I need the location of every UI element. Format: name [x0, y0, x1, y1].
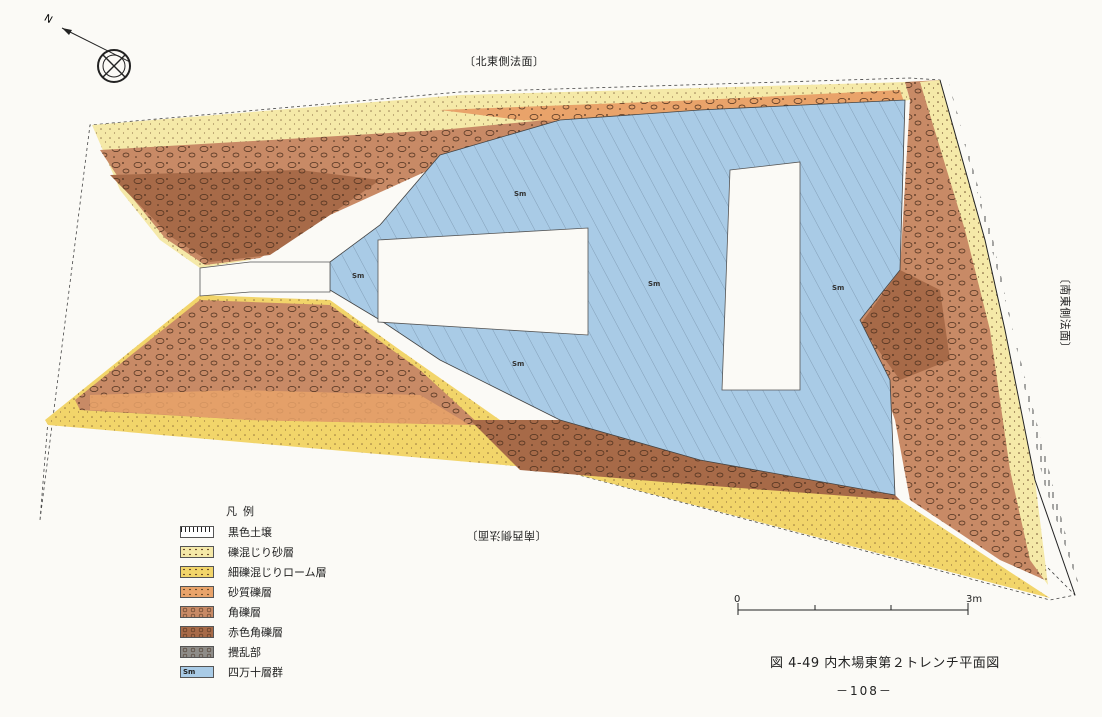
scale-start-label: 0: [734, 594, 741, 605]
trench-neck: [199, 261, 331, 297]
legend-label: 赤色角礫層: [228, 626, 283, 639]
south-face-label: 〔南西側法面〕: [466, 529, 547, 542]
legend-swatch: [180, 566, 214, 578]
legend-item: 攪乱部: [180, 644, 261, 660]
legend-label: 砂質礫層: [228, 586, 272, 599]
legend-item: 砂質礫層: [180, 584, 272, 600]
sm-label: Sm: [832, 284, 845, 292]
legend-label: 黒色土壌: [228, 526, 272, 539]
legend-swatch: [180, 586, 214, 598]
legend-label: 四万十層群: [228, 666, 283, 679]
legend-label: 角礫層: [228, 606, 261, 619]
legend-label: 細礫混じりローム層: [228, 566, 327, 579]
legend-item: 角礫層: [180, 604, 261, 620]
legend-label: 礫混じり砂層: [228, 546, 294, 559]
legend-label: 攪乱部: [228, 646, 261, 659]
legend-swatch: [180, 646, 214, 658]
south-wall: [45, 295, 1050, 598]
legend-swatch: Sm: [180, 666, 214, 678]
unexcavated-areas: [377, 161, 801, 391]
sm-label: Sm: [352, 272, 365, 280]
legend-swatch: [180, 626, 214, 638]
legend-item: 礫混じり砂層: [180, 544, 294, 560]
sm-label: Sm: [514, 190, 527, 198]
north-arrow-icon: N: [42, 13, 131, 83]
legend-item: 細礫混じりローム層: [180, 564, 327, 580]
sm-label: Sm: [648, 280, 661, 288]
legend-title: 凡例: [226, 505, 260, 518]
scale-bar: [737, 603, 969, 615]
scale-end-label: 3m: [966, 594, 983, 605]
figure-caption: 図 4-49 内木場東第２トレンチ平面図: [770, 656, 1000, 671]
east-face-label: 〔南東側法面〕: [1058, 272, 1072, 354]
legend-swatch: [180, 526, 214, 538]
legend-item: 黒色土壌: [180, 524, 272, 540]
legend-item: 赤色角礫層: [180, 624, 283, 640]
svg-text:N: N: [42, 13, 54, 26]
page-number: －108－: [836, 684, 893, 698]
legend-item: Sm 四万十層群: [180, 664, 283, 680]
legend-swatch: [180, 606, 214, 618]
north-face-label: 〔北東側法面〕: [464, 55, 545, 68]
north-wall: [92, 82, 910, 268]
legend-swatch: [180, 546, 214, 558]
sm-label: Sm: [512, 360, 525, 368]
east-wall: [860, 79, 1080, 596]
